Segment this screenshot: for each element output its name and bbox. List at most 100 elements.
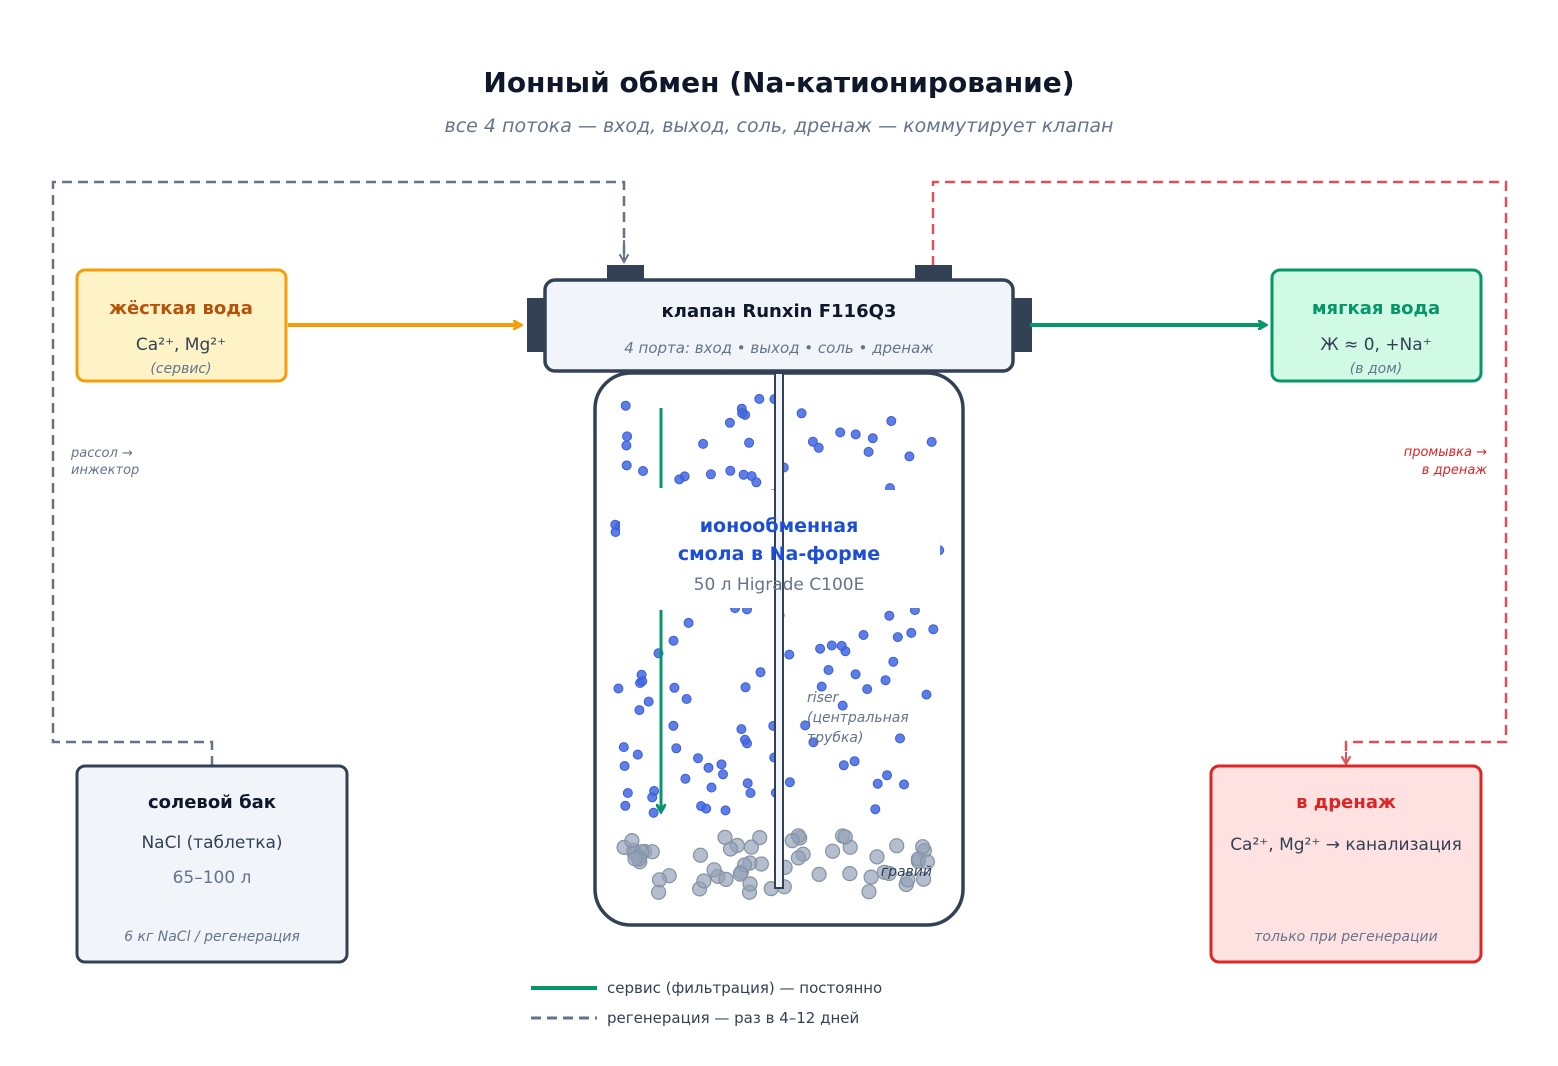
gravel-stone [784,832,800,849]
resin-bead [892,632,903,643]
legend-label-regeneration: регенерация — раз в 4–12 дней [607,1009,859,1027]
diagram-title: Ионный обмен (Na-катионирование) [483,66,1074,99]
resin-bead [796,408,807,419]
gravel-stone [915,871,932,887]
valve-port-brine [607,265,644,281]
diagram-subtitle: все 4 потока — вход, выход, соль, дренаж… [445,115,1114,137]
resin-bead [784,777,795,788]
resin-bead [904,451,915,462]
resin-bead [754,393,765,404]
resin-bead [928,624,939,635]
rinse-flow-label-2: в дренаж [1422,463,1487,478]
brine-flow-label-1: рассол → [70,446,133,461]
resin-bead [622,431,633,442]
gravel-stone [837,829,853,845]
resin-bead [610,519,621,530]
rinse-flow-label-1: промывка → [1404,445,1487,460]
gravel-stone [706,862,722,878]
resin-bead [736,724,747,735]
hard-water-note: (сервис) [150,361,211,377]
gravel-label: гравий [881,864,932,880]
gravel-stone [717,829,733,846]
drain-title: в дренаж [1296,792,1396,813]
resin-bead [643,696,654,707]
gravel-stone [651,872,668,888]
resin-bead [725,465,736,476]
resin-bead [800,720,811,731]
resin-bead [718,769,728,780]
resin-bead [850,429,861,440]
resin-bead [668,635,679,646]
valve-port-drain [915,265,952,281]
resin-bead [745,788,756,798]
soft-water-ions: Ж ≈ 0, +Na⁺ [1320,335,1431,355]
resin-bead [884,610,895,621]
gravel-stone [692,847,709,863]
resin-bead [634,705,645,716]
resin-bead [632,749,643,760]
resin-bead [926,436,937,447]
brine-tank-title: солевой бак [148,792,276,813]
resin-bead [755,667,766,678]
resin-bead [813,442,824,453]
valve-port-inlet [527,298,547,352]
resin-bead [906,627,917,638]
resin-bead [671,743,682,754]
resin-bead [815,643,826,654]
riser-tube [774,372,784,889]
hard-water-title: жёсткая вода [109,298,253,319]
valve-port-outlet [1012,298,1032,352]
resin-bead [619,761,630,771]
riser-label-line2: (центральная [807,710,909,726]
gravel-stone [900,872,916,888]
riser-label-line1: riser [807,690,840,706]
resin-bead [638,466,648,476]
drain-node: в дренаж Ca²⁺, Mg²⁺ → канализация только… [1209,764,1483,964]
resin-bead [737,408,748,419]
gravel-stone [863,869,879,885]
gravel-stone [842,865,858,882]
resin-tank: ионообменная смола в Na-форме 50 л Higra… [593,371,965,927]
resin-bead [807,436,818,447]
resin-bead [872,778,883,789]
gravel-stone [752,829,768,846]
brine-tank-box [75,764,349,964]
valve-body [543,278,1015,373]
brine-tank-note: 6 кг NaCl / регенерация [124,929,300,945]
hard-water-ions: Ca²⁺, Mg²⁺ [136,335,226,355]
resin-bead [784,649,795,660]
gravel-stone [869,849,885,865]
resin-bead [621,460,632,471]
resin-bead [613,683,624,694]
gravel-stone [696,873,712,889]
resin-bead [668,720,679,731]
valve-node: клапан Runxin F116Q3 4 порта: вход • вых… [527,265,1032,373]
resin-spec: 50 л Higrade C100E [694,575,865,595]
resin-bead [705,469,716,480]
resin-bead [816,681,827,692]
resin-bead [674,474,685,485]
resin-bead [720,805,731,816]
resin-bead [921,689,932,700]
gravel-stone [627,851,643,867]
resin-bead [837,700,848,711]
resin-bead [622,788,633,798]
resin-bead [838,760,849,771]
resin-bead [742,778,753,789]
resin-bead [870,804,881,815]
gravel-stone [790,850,807,866]
resin-bead [858,630,869,640]
resin-bead [882,770,892,781]
gravel-stone [881,865,897,882]
gravel-stone [743,839,760,855]
resin-bead [618,742,629,753]
resin-label-line2: смола в Na-форме [678,543,880,565]
resin-bead [681,694,692,704]
gravel-stone [811,866,827,883]
drain-box [1209,764,1483,964]
brine-tank-node: солевой бак NaCl (таблетка) 65–100 л 6 к… [75,764,349,964]
resin-bead [647,792,658,803]
rinse-flow-line [931,180,1508,762]
gravel-stone [732,866,748,882]
resin-bead [808,737,819,748]
